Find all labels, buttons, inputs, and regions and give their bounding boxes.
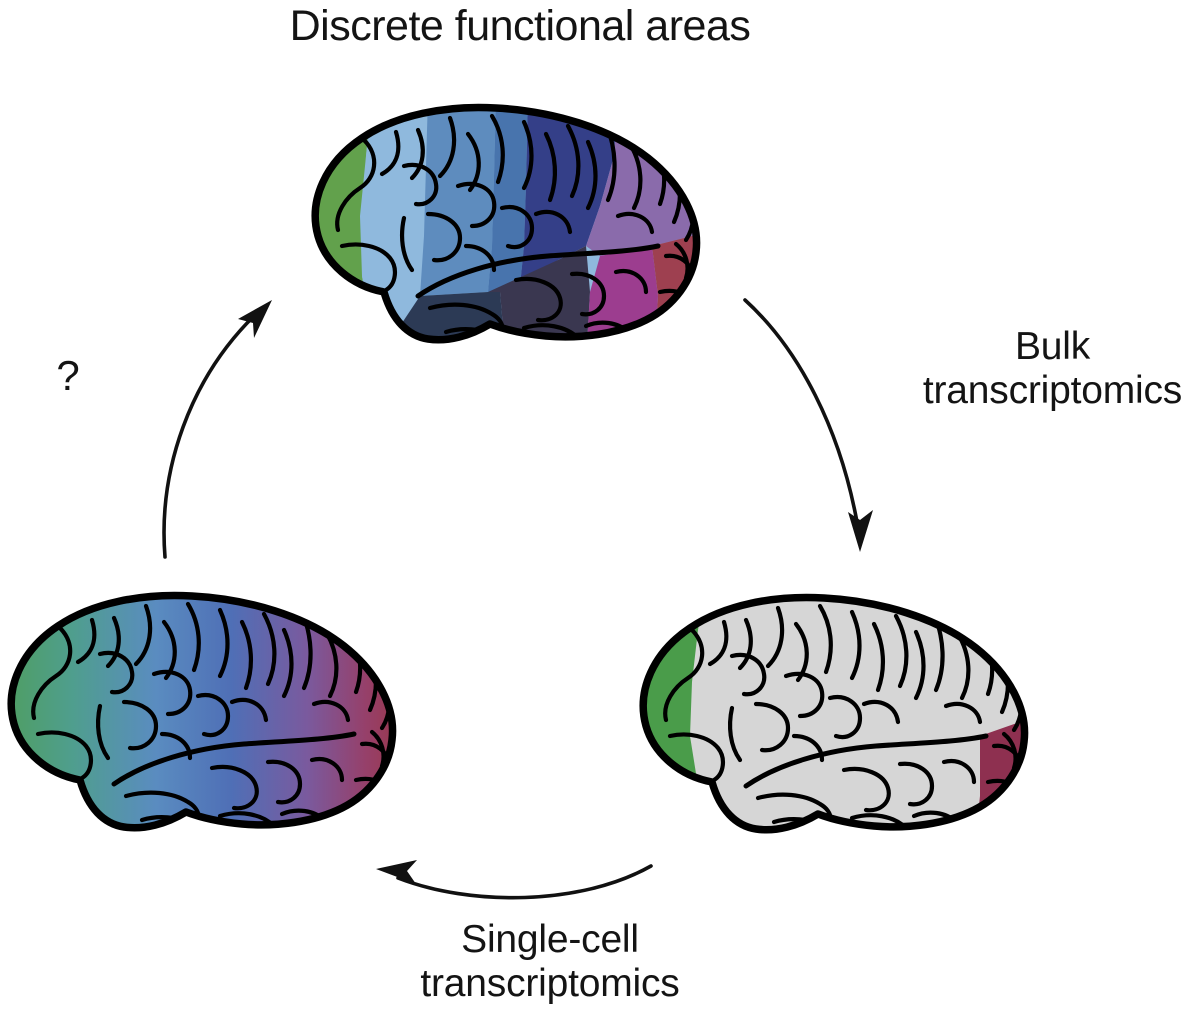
- region-parietal-superior: [520, 107, 618, 286]
- page-title: Discrete functional areas: [289, 2, 751, 50]
- brain-outline: [639, 593, 1029, 834]
- region-prefrontal: [362, 107, 428, 340]
- arrow-left-to-top: [162, 300, 272, 559]
- arrow-top-to-right: [743, 298, 873, 552]
- arrow-right-to-left: [376, 860, 653, 900]
- brain-discrete-areas: [311, 103, 701, 344]
- brain-outline: [311, 103, 701, 344]
- brain-outline: [7, 591, 397, 832]
- arrow-label-question-mark: ?: [56, 352, 80, 399]
- brain-bulk-gray: [639, 593, 1029, 834]
- brain-gradient: [7, 591, 397, 832]
- region-motor-somatosensory: [488, 107, 528, 292]
- arrow-label-single-cell-transcriptomics: Single-cell transcriptomics: [420, 918, 680, 1006]
- arrow-label-bulk-transcriptomics: Bulk transcriptomics: [922, 325, 1183, 413]
